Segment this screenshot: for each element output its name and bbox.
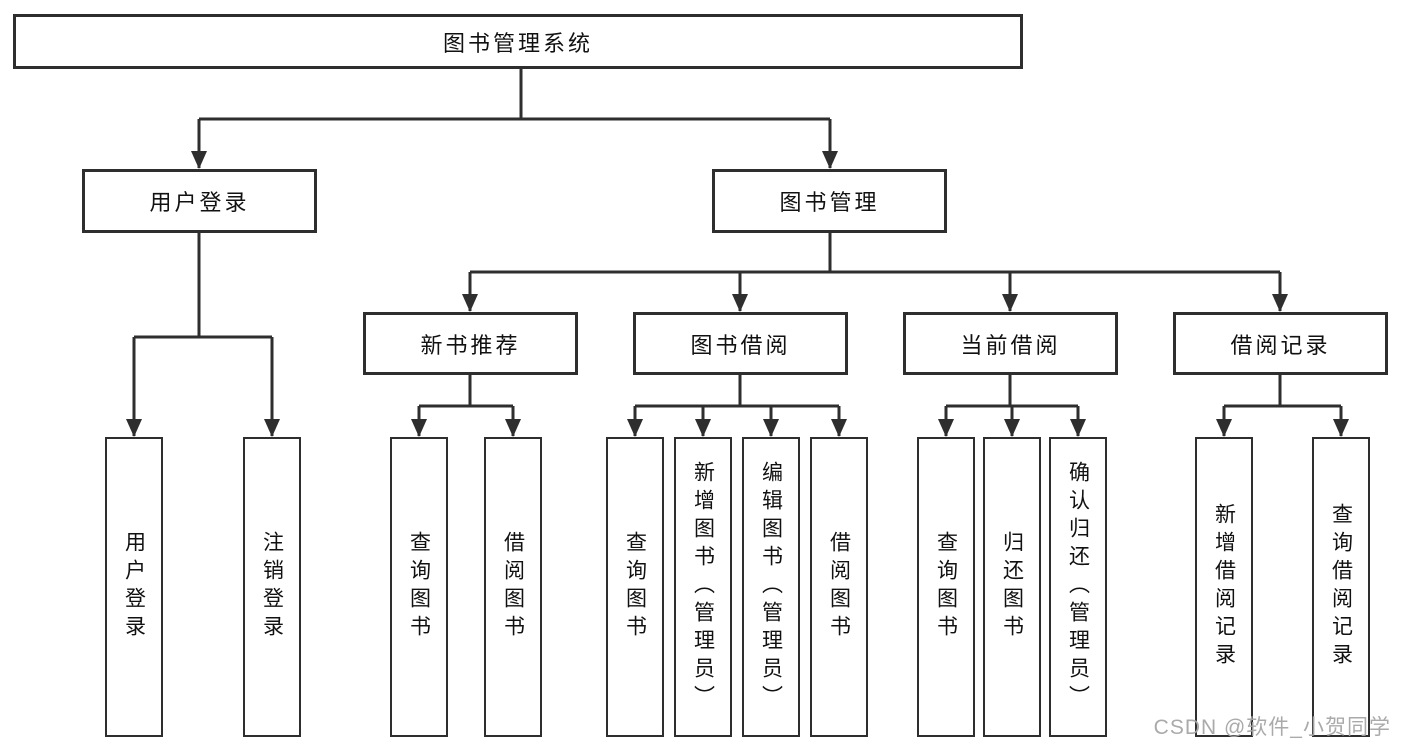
leaf-label: 新增图书（管理员）	[691, 461, 715, 713]
leaf-user-login: 用户登录	[105, 437, 163, 737]
leaf-add-borrow-record: 新增借阅记录	[1195, 437, 1253, 737]
node-borrowing-records: 借阅记录	[1173, 312, 1388, 375]
leaf-label: 查询借阅记录	[1329, 503, 1353, 671]
leaf-label: 借阅图书	[501, 531, 525, 643]
leaf-borrow-books-2: 借阅图书	[810, 437, 868, 737]
node-user-login: 用户登录	[82, 169, 317, 233]
leaf-borrow-books: 借阅图书	[484, 437, 542, 737]
leaf-logout: 注销登录	[243, 437, 301, 737]
leaf-label: 确认归还（管理员）	[1066, 461, 1090, 713]
leaf-label: 借阅图书	[827, 531, 851, 643]
leaf-confirm-return-admin: 确认归还（管理员）	[1049, 437, 1107, 737]
leaf-edit-book-admin: 编辑图书（管理员）	[742, 437, 800, 737]
leaf-label: 编辑图书（管理员）	[759, 461, 783, 713]
node-current-borrowing: 当前借阅	[903, 312, 1118, 375]
leaf-label: 查询图书	[407, 531, 431, 643]
leaf-label: 注销登录	[260, 531, 284, 643]
node-new-book-recommend: 新书推荐	[363, 312, 578, 375]
tree-elbow-lines	[134, 69, 1341, 408]
leaf-query-borrow-record: 查询借阅记录	[1312, 437, 1370, 737]
leaf-label: 归还图书	[1000, 531, 1024, 643]
leaf-label: 查询图书	[934, 531, 958, 643]
leaf-label: 用户登录	[122, 531, 146, 643]
tree-arrow-lines	[126, 119, 1349, 437]
node-library-management-system: 图书管理系统	[13, 14, 1023, 69]
leaf-query-books-2: 查询图书	[606, 437, 664, 737]
node-book-borrowing: 图书借阅	[633, 312, 848, 375]
csdn-watermark: CSDN @软件_小贺同学	[1153, 716, 1391, 739]
leaf-add-book-admin: 新增图书（管理员）	[674, 437, 732, 737]
node-book-management: 图书管理	[712, 169, 947, 233]
leaf-query-books-3: 查询图书	[917, 437, 975, 737]
leaf-return-book: 归还图书	[983, 437, 1041, 737]
leaf-query-books: 查询图书	[390, 437, 448, 737]
leaf-label: 新增借阅记录	[1212, 503, 1236, 671]
leaf-label: 查询图书	[623, 531, 647, 643]
